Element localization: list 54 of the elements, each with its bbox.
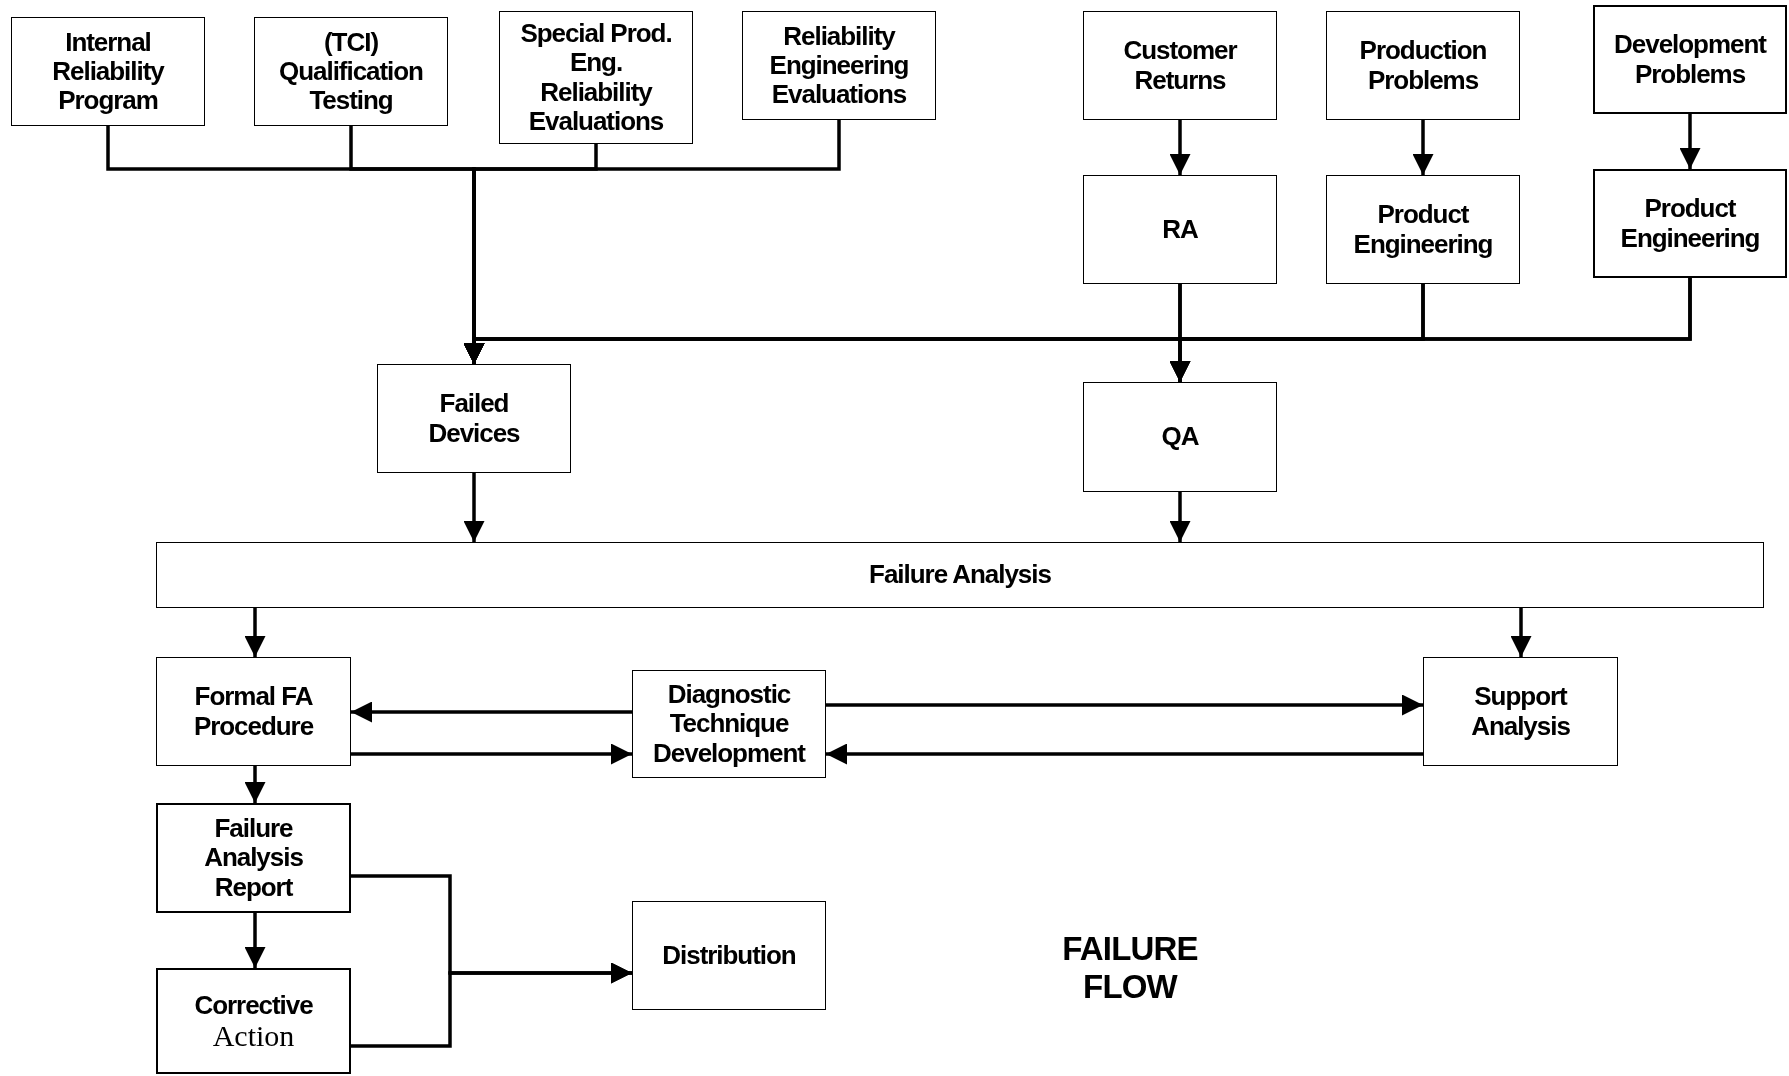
arrow	[244, 766, 266, 803]
process-box	[1593, 169, 1787, 278]
arrow	[1169, 120, 1191, 175]
arrow	[1412, 120, 1434, 175]
box-label: Corrective	[194, 990, 313, 1020]
process-box	[156, 968, 351, 1074]
arrow	[244, 913, 266, 968]
box-label: Customer Returns	[1122, 36, 1239, 95]
box-label: Development Problems	[1613, 30, 1768, 89]
diagram-title: FAILURE FLOW	[1061, 930, 1199, 1006]
arrow	[1679, 114, 1701, 169]
arrow	[826, 743, 1423, 765]
arrow	[244, 608, 266, 657]
process-box	[742, 11, 936, 120]
box-label: Failure Analysis Report	[203, 814, 304, 902]
process-box	[156, 542, 1764, 608]
arrow	[1510, 608, 1532, 657]
process-box	[1423, 657, 1618, 766]
process-box	[156, 657, 351, 766]
box-label: Failed Devices	[427, 389, 521, 448]
box-label: Support Analysis	[1470, 682, 1571, 741]
process-box	[632, 670, 826, 778]
arrow	[826, 694, 1423, 716]
box-label: RA	[1162, 214, 1198, 245]
arrow	[1169, 492, 1191, 542]
process-box	[1326, 11, 1520, 120]
process-box	[1326, 175, 1520, 284]
box-label: Production Problems	[1358, 36, 1488, 95]
process-box	[11, 17, 205, 126]
box-label: Special Prod. Eng. Reliability Evaluations	[519, 19, 673, 136]
box-label: Reliability Engineering Evaluations	[768, 21, 910, 110]
box-label: Diagnostic Technique Development	[652, 680, 807, 768]
process-box	[156, 803, 351, 913]
box-label: (TCI) Qualification Testing	[278, 27, 424, 116]
box-label: Formal FA Procedure	[192, 682, 315, 741]
box-label: Failure Analysis	[869, 560, 1051, 590]
process-box	[1083, 382, 1277, 492]
box-label: QA	[1161, 422, 1199, 452]
process-box	[632, 901, 826, 1010]
arrow	[463, 473, 485, 542]
arrow	[351, 962, 632, 1048]
process-box	[254, 17, 448, 126]
arrow	[351, 701, 632, 723]
process-box	[1083, 11, 1277, 120]
box-label: Distribution	[662, 940, 796, 971]
process-box	[377, 364, 571, 473]
box-label: Product Engineering	[1619, 194, 1761, 253]
box-label: Internal Reliability Program	[51, 27, 166, 116]
arrow	[351, 743, 632, 765]
box-label: Action	[212, 1019, 295, 1052]
process-box	[1083, 175, 1277, 284]
process-box	[1593, 5, 1787, 114]
process-box	[499, 11, 693, 144]
box-label: Product Engineering	[1352, 200, 1494, 259]
